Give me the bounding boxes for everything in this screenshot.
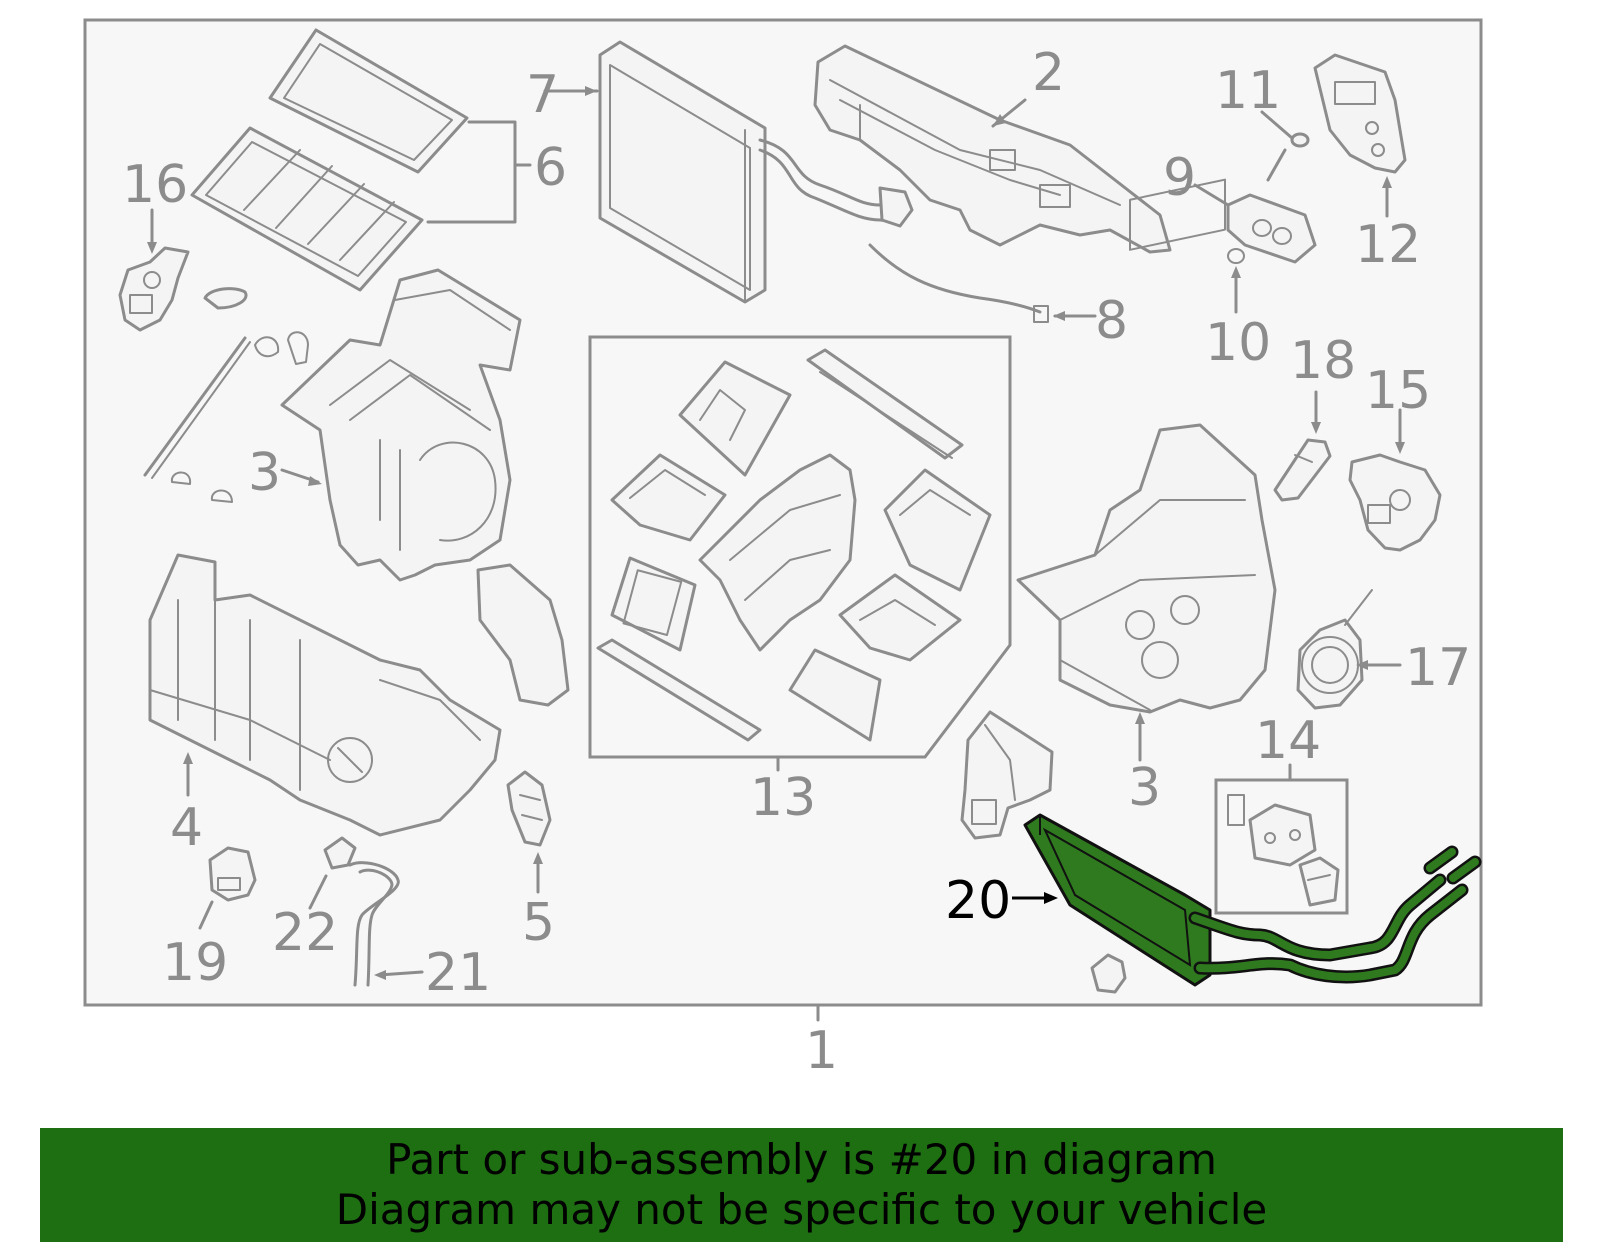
part-21-drain-hose <box>348 861 424 987</box>
part-12-bracket <box>1313 53 1407 218</box>
callout-11: 11 <box>1215 61 1281 121</box>
part-3-heater-case <box>1016 178 1277 762</box>
info-banner: Part or sub-assembly is #20 in diagram D… <box>40 1128 1563 1242</box>
part-9-sensor <box>1193 183 1317 264</box>
callout-9: 9 <box>1163 148 1196 208</box>
sub-kit-13-parts <box>596 348 992 742</box>
part-5-duct <box>506 770 552 894</box>
part-8-hose <box>868 243 1097 323</box>
part-16-actuator <box>118 208 309 503</box>
callout-7: 7 <box>526 65 559 125</box>
sub-kit-14-parts <box>1227 794 1340 907</box>
callout-22: 22 <box>272 903 338 963</box>
callout-2: 2 <box>1032 43 1065 103</box>
callout-1: 1 <box>805 1021 838 1081</box>
callout-17: 17 <box>1405 638 1471 698</box>
callout-16: 16 <box>122 155 188 215</box>
part-4-lower-case <box>148 553 502 837</box>
part-10-seal <box>1227 248 1245 314</box>
banner-line-1: Part or sub-assembly is #20 in diagram <box>386 1135 1217 1184</box>
part-17-motor <box>1296 589 1402 710</box>
callout-20: 20 <box>945 871 1011 931</box>
callout-19: 19 <box>162 933 228 993</box>
part-7-evaporator <box>543 40 914 304</box>
callout-3-left: 3 <box>248 443 281 503</box>
part-18-sensor <box>1273 390 1332 502</box>
duct-near-part-20 <box>960 710 1054 840</box>
callout-6: 6 <box>534 138 567 198</box>
part-19-motor <box>198 846 257 930</box>
callout-4: 4 <box>170 798 203 858</box>
callout-10: 10 <box>1205 313 1271 373</box>
small-clip-bottom <box>1090 953 1127 994</box>
part-15-actuator <box>1348 408 1442 552</box>
callout-5: 5 <box>522 893 555 953</box>
banner-line-2: Diagram may not be specific to your vehi… <box>335 1185 1268 1234</box>
callout-15: 15 <box>1365 361 1431 421</box>
part-20-heater-core <box>1012 813 1482 987</box>
part-22-clip <box>308 836 357 910</box>
callout-12: 12 <box>1355 215 1421 275</box>
part-2-upper-case <box>813 44 1172 254</box>
part-6-filters <box>190 28 532 292</box>
callout-8: 8 <box>1095 291 1128 351</box>
part-11-screw <box>1260 110 1310 182</box>
callout-21: 21 <box>425 943 491 1003</box>
callout-14: 14 <box>1255 711 1321 771</box>
part-3-blower-case <box>280 268 570 707</box>
callout-3-right: 3 <box>1128 758 1161 818</box>
callout-labels: 1 2 3 3 4 5 6 7 8 9 10 11 12 13 14 15 16… <box>122 43 1471 1081</box>
callout-18: 18 <box>1290 331 1356 391</box>
callout-13: 13 <box>750 768 816 828</box>
